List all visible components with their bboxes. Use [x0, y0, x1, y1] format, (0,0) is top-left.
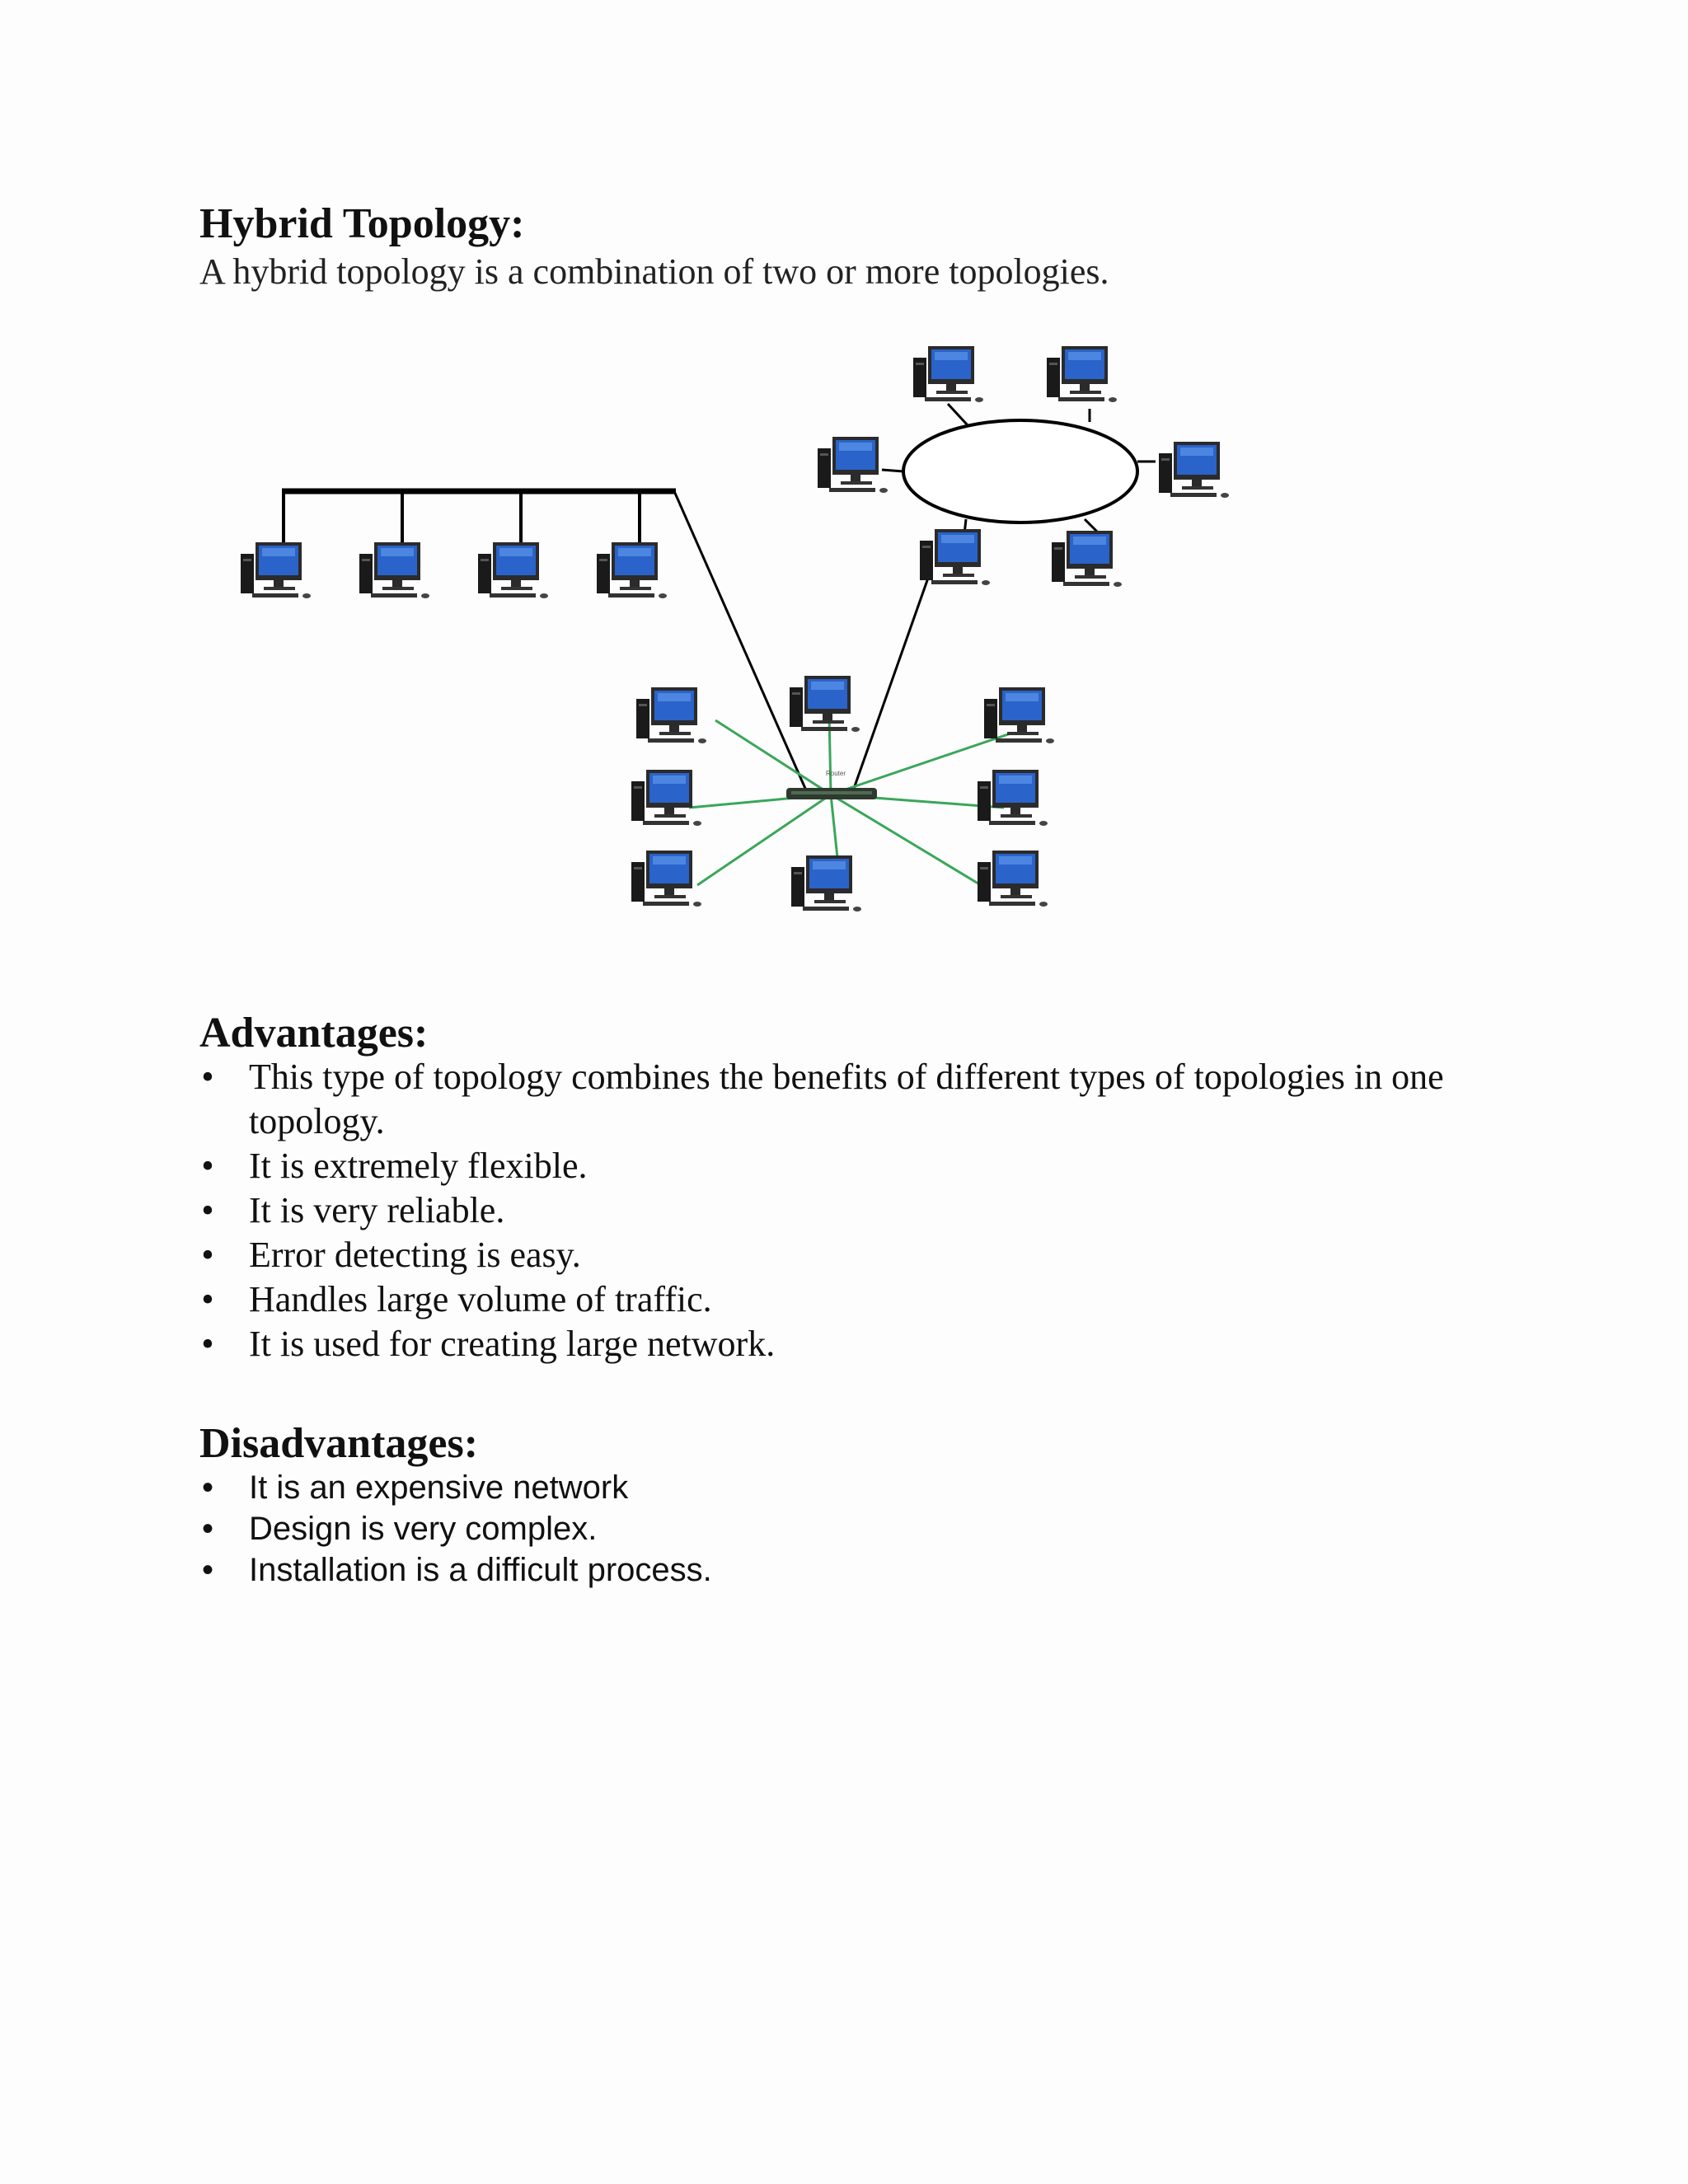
- star-computer-8-icon: [978, 851, 1048, 907]
- list-item: •It is used for creating large network.: [199, 1322, 1535, 1366]
- star-computer-5-icon: [978, 770, 1048, 826]
- router-label: Router: [826, 770, 846, 777]
- ring-computer-1-icon: [913, 346, 983, 402]
- star-computer-4-icon: [631, 770, 701, 826]
- list-item: •Error detecting is easy.: [199, 1233, 1535, 1277]
- star-computer-2-icon: [790, 676, 860, 732]
- star-computer-6-icon: [631, 851, 701, 907]
- list-item: •It is an expensive network: [199, 1467, 1353, 1508]
- bus-computer-3-icon: [478, 542, 548, 598]
- bus-to-hub-link: [673, 490, 811, 799]
- star-computer-1-icon: [636, 687, 706, 743]
- advantages-heading: Advantages:: [199, 1010, 429, 1057]
- bullet-icon: •: [201, 1469, 213, 1506]
- bullet-icon: •: [201, 1324, 214, 1364]
- star-computer-3-icon: [984, 687, 1054, 743]
- bus-computer-4-icon: [597, 542, 667, 598]
- star-computer-7-icon: [791, 855, 861, 912]
- list-item: •It is very reliable.: [199, 1188, 1535, 1233]
- ring-to-hub-link: [849, 568, 933, 799]
- list-item: •Handles large volume of traffic.: [199, 1277, 1535, 1322]
- bus-computer-2-icon: [359, 542, 429, 598]
- list-item: •It is extremely flexible.: [199, 1144, 1535, 1188]
- bullet-icon: •: [201, 1190, 214, 1230]
- intro-paragraph: A hybrid topology is a combination of tw…: [199, 251, 1109, 292]
- bullet-icon: •: [201, 1511, 213, 1547]
- bullet-icon: •: [201, 1279, 214, 1319]
- ring-segment: [818, 346, 1229, 587]
- bus-segment: [241, 488, 676, 598]
- disadvantages-heading: Disadvantages:: [199, 1420, 479, 1467]
- bullet-icon: •: [201, 1552, 213, 1588]
- disadvantages-list: •It is an expensive network •Design is v…: [199, 1467, 1353, 1591]
- ring-computer-6-icon: [1052, 531, 1122, 587]
- list-item: •This type of topology combines the bene…: [199, 1055, 1535, 1144]
- page-title: Hybrid Topology:: [199, 200, 525, 247]
- bullet-icon: •: [201, 1146, 214, 1186]
- list-item: •Design is very complex.: [199, 1508, 1353, 1549]
- list-item: •Installation is a difficult process.: [199, 1549, 1353, 1591]
- star-segment: Router: [631, 676, 1054, 912]
- ring-computer-5-icon: [920, 529, 990, 585]
- bullet-icon: •: [201, 1235, 214, 1275]
- bus-computer-1-icon: [241, 542, 311, 598]
- ring-computer-4-icon: [1159, 442, 1229, 498]
- hybrid-topology-diagram: Router: [241, 346, 1229, 912]
- ring-computer-2-icon: [1047, 346, 1117, 402]
- advantages-list: •This type of topology combines the bene…: [199, 1055, 1535, 1366]
- router-icon: Router: [786, 770, 877, 799]
- ring-computer-3-icon: [818, 437, 888, 493]
- bullet-icon: •: [201, 1057, 214, 1097]
